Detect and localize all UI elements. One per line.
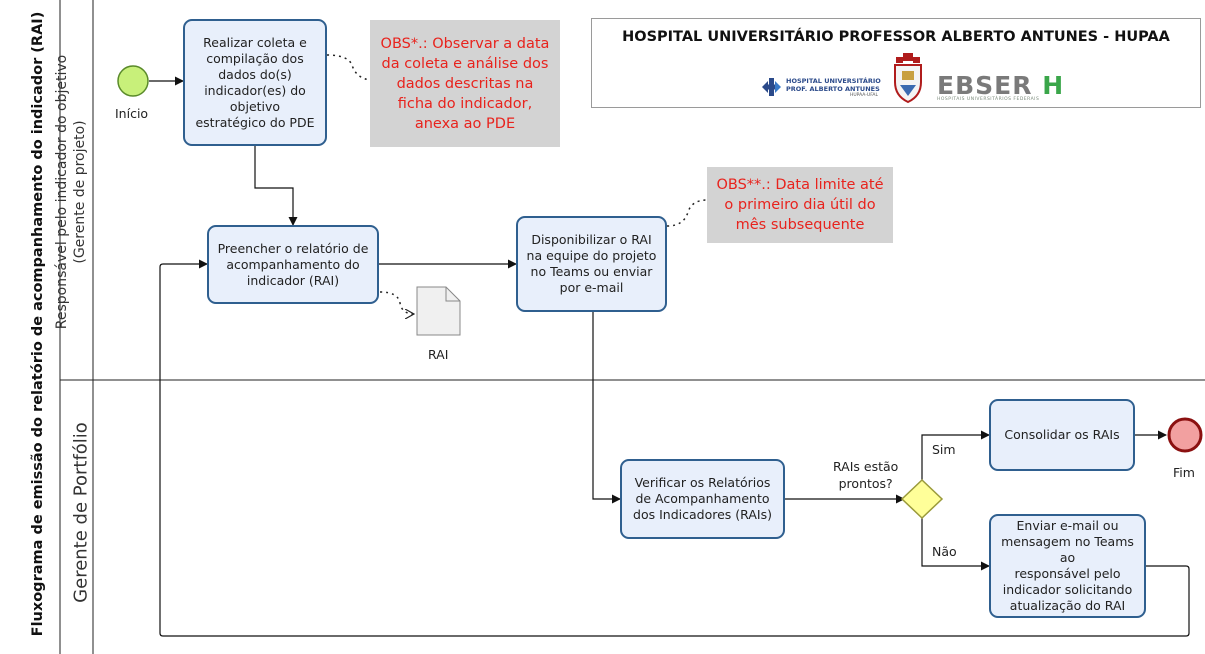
ebserh-logo-text: EBSER — [937, 71, 1033, 100]
flow-disponibilizar-to-verificar — [592, 312, 621, 504]
assoc-coleta-obs1 — [326, 54, 371, 81]
header-title: HOSPITAL UNIVERSITÁRIO PROFESSOR ALBERTO… — [622, 29, 1170, 45]
associations — [326, 54, 708, 314]
task-enviar[interactable]: Enviar e-mail ou mensagem no Teams ao re… — [989, 514, 1146, 618]
pool-lines — [59, 0, 1205, 654]
flow-enviar-loop-to-preencher — [159, 259, 1190, 637]
diagram-title: Fluxograma de emissão do relatório de ac… — [30, 11, 46, 637]
document-rai-shape — [416, 286, 461, 336]
flow-coleta-to-preencher — [254, 146, 298, 226]
ufal-crest-icon — [894, 53, 922, 104]
start-label: Início — [115, 106, 149, 121]
task-consolidar[interactable]: Consolidar os RAIs — [989, 399, 1135, 471]
assoc-preencher-rai — [379, 291, 414, 314]
flow-gateway-to-consolidar — [921, 430, 990, 481]
gateway-no-label: Não — [932, 544, 957, 559]
assoc-disponibilizar-obs2 — [666, 199, 708, 227]
hospital-logo-line2: PROF. ALBERTO ANTUNES — [786, 85, 880, 93]
flow-gateway-to-enviar — [921, 517, 990, 571]
ebserh-logo-h: H — [1042, 71, 1065, 100]
hospital-logo-icon — [762, 78, 781, 96]
note-obs1: OBS*.: Observar a data da coleta e análi… — [370, 20, 560, 147]
hospital-logo-line1: HOSPITAL UNIVERSITÁRIO — [786, 77, 881, 85]
task-verificar[interactable]: Verificar os Relatórios de Acompanhament… — [620, 459, 785, 539]
end-label: Fim — [1173, 465, 1195, 480]
lane-responsavel-label: Responsável pelo indicador do objetivo (… — [54, 54, 88, 330]
gateway-diamond — [900, 478, 944, 520]
lane-gerente-label: Gerente de Portfólio — [70, 422, 92, 603]
hospital-logo-line3: HUPAA-UFAL — [850, 93, 878, 98]
sequence-flows — [149, 76, 1190, 637]
task-disponibilizar[interactable]: Disponibilizar o RAI na equipe do projet… — [516, 216, 667, 312]
task-preencher[interactable]: Preencher o relatório de acompanhamento … — [207, 225, 379, 304]
note-obs2: OBS**.: Data limite até o primeiro dia ú… — [707, 167, 893, 243]
ebserh-logo: EBSER H — [937, 71, 1064, 100]
start-event — [117, 65, 149, 97]
task-coleta[interactable]: Realizar coleta e compilação dos dados d… — [183, 19, 327, 146]
document-rai-fold — [445, 287, 460, 302]
ebserh-logo-subtitle: HOSPITAIS UNIVERSITÁRIOS FEDERAIS — [937, 97, 1040, 102]
gateway-question: RAIs estão prontos? — [833, 459, 899, 491]
document-rai-label: RAI — [428, 347, 449, 362]
gateway-yes-label: Sim — [932, 442, 956, 457]
header-logo-box: HOSPITAL UNIVERSITÁRIO PROFESSOR ALBERTO… — [591, 18, 1201, 108]
end-event — [1167, 417, 1203, 453]
